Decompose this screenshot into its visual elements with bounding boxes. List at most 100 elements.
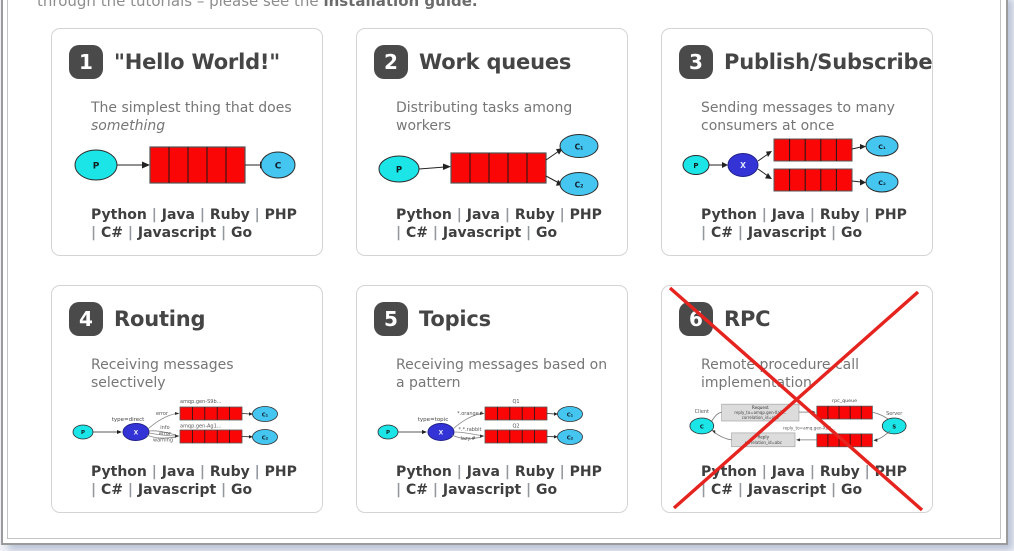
- language-link-java[interactable]: Java: [771, 206, 805, 223]
- language-link-go[interactable]: Go: [231, 224, 253, 241]
- arrow: [545, 150, 560, 161]
- language-link-go[interactable]: Go: [536, 481, 558, 498]
- language-link-javascript[interactable]: Javascript: [442, 224, 522, 241]
- pipe-separator: |: [456, 463, 467, 480]
- language-link-python[interactable]: Python: [91, 463, 147, 480]
- language-link-php[interactable]: PHP: [874, 463, 907, 480]
- queue: [816, 405, 873, 420]
- language-link-csharp[interactable]: C#: [406, 481, 429, 498]
- tutorial-number-badge: 4: [69, 302, 103, 336]
- language-link-python[interactable]: Python: [701, 206, 757, 223]
- arrowhead: [249, 412, 253, 416]
- language-link-csharp[interactable]: C#: [101, 224, 124, 241]
- pipe-separator: |: [432, 481, 443, 498]
- pipe-separator: |: [864, 463, 875, 480]
- language-link-java[interactable]: Java: [466, 463, 500, 480]
- queue: [179, 406, 243, 421]
- arrowhead: [480, 412, 485, 415]
- arrowhead: [249, 435, 253, 439]
- language-item: | Ruby: [505, 207, 555, 223]
- language-item: | C#: [701, 225, 733, 241]
- language-link-javascript[interactable]: Javascript: [137, 481, 217, 498]
- language-item: | Ruby: [505, 464, 555, 480]
- tutorial-card-publish-subscribe: 3 Publish/Subscribe Sending messages to …: [661, 28, 933, 256]
- language-item: | PHP: [560, 464, 602, 480]
- language-link-javascript[interactable]: Javascript: [747, 224, 827, 241]
- language-link-javascript[interactable]: Javascript: [747, 481, 827, 498]
- language-item: Python: [701, 464, 757, 480]
- server-label: S: [892, 424, 896, 430]
- arrowhead: [554, 412, 558, 416]
- installation-guide-link[interactable]: installation guide.: [323, 0, 478, 10]
- intro-text: through the tutorials – please see the: [37, 0, 324, 10]
- language-link-php[interactable]: PHP: [264, 463, 297, 480]
- rpc-diagram-svg: Client C Request reply_to=amqp.gen-Xa2..…: [689, 398, 907, 448]
- consumer-label: C: [275, 162, 282, 172]
- language-link-ruby[interactable]: Ruby: [209, 463, 250, 480]
- language-link-go[interactable]: Go: [841, 481, 863, 498]
- queue: [149, 146, 246, 184]
- card-header: 3 Publish/Subscribe: [679, 45, 933, 79]
- consumer-label: C₁: [878, 143, 886, 151]
- language-link-php[interactable]: PHP: [569, 206, 602, 223]
- language-item: | C#: [91, 225, 123, 241]
- language-link-javascript[interactable]: Javascript: [442, 481, 522, 498]
- language-link-python[interactable]: Python: [91, 206, 147, 223]
- queue-name-label: amqp.gen-Ag1...: [180, 424, 222, 430]
- language-link-ruby[interactable]: Ruby: [209, 206, 250, 223]
- language-item: | Java: [457, 207, 500, 223]
- consumer-label: C₂: [878, 179, 886, 187]
- arrowhead: [873, 438, 878, 442]
- language-link-java[interactable]: Java: [466, 206, 500, 223]
- language-item: | C#: [396, 225, 428, 241]
- arrowhead: [860, 144, 866, 150]
- tutorial-title: Work queues: [419, 50, 572, 74]
- binding-arrow: [148, 430, 177, 436]
- description-italic: something: [91, 118, 166, 135]
- tutorial-card-rpc: 6 RPC Remote procedure call implementati…: [661, 285, 933, 513]
- language-link-python[interactable]: Python: [396, 463, 452, 480]
- pipe-separator: |: [151, 463, 162, 480]
- language-link-csharp[interactable]: C#: [711, 481, 734, 498]
- pipe-separator: |: [504, 206, 515, 223]
- language-link-javascript[interactable]: Javascript: [137, 224, 217, 241]
- language-link-python[interactable]: Python: [396, 206, 452, 223]
- language-item: | Go: [526, 482, 557, 498]
- language-link-php[interactable]: PHP: [569, 463, 602, 480]
- arrowhead: [175, 434, 180, 438]
- language-link-ruby[interactable]: Ruby: [819, 463, 860, 480]
- language-link-ruby[interactable]: Ruby: [514, 463, 555, 480]
- language-link-java[interactable]: Java: [161, 206, 195, 223]
- language-link-java[interactable]: Java: [771, 463, 805, 480]
- language-link-csharp[interactable]: C#: [406, 224, 429, 241]
- language-item: Python: [396, 207, 452, 223]
- pipe-separator: |: [199, 463, 210, 480]
- diagram-routing: P type=direct X error info error warning…: [72, 390, 306, 456]
- pipe-separator: |: [831, 224, 842, 241]
- consumer-label: C₂: [262, 435, 269, 441]
- language-link-csharp[interactable]: C#: [101, 481, 124, 498]
- language-item: | C#: [396, 482, 428, 498]
- language-link-go[interactable]: Go: [536, 224, 558, 241]
- language-link-java[interactable]: Java: [161, 463, 195, 480]
- language-item: | Go: [221, 225, 252, 241]
- language-link-go[interactable]: Go: [841, 224, 863, 241]
- queue: [179, 429, 243, 444]
- language-link-csharp[interactable]: C#: [711, 224, 734, 241]
- consumer-node: [865, 135, 899, 157]
- language-link-php[interactable]: PHP: [874, 206, 907, 223]
- language-links: Python | Java | Ruby | PHP | C# | Javasc…: [91, 206, 313, 242]
- queue-name-label: rpc_queue: [832, 398, 857, 404]
- language-link-php[interactable]: PHP: [264, 206, 297, 223]
- language-link-python[interactable]: Python: [701, 463, 757, 480]
- language-link-ruby[interactable]: Ruby: [514, 206, 555, 223]
- language-link-go[interactable]: Go: [231, 481, 253, 498]
- request-line: correlation_id=abc: [742, 415, 779, 420]
- language-item: | Go: [221, 482, 252, 498]
- language-link-ruby[interactable]: Ruby: [819, 206, 860, 223]
- producer-label: P: [396, 166, 402, 176]
- language-item: | Java: [762, 207, 805, 223]
- arrowhead: [711, 430, 716, 434]
- diagram-publish-subscribe: P X: [682, 133, 916, 199]
- producer-label: P: [693, 162, 698, 170]
